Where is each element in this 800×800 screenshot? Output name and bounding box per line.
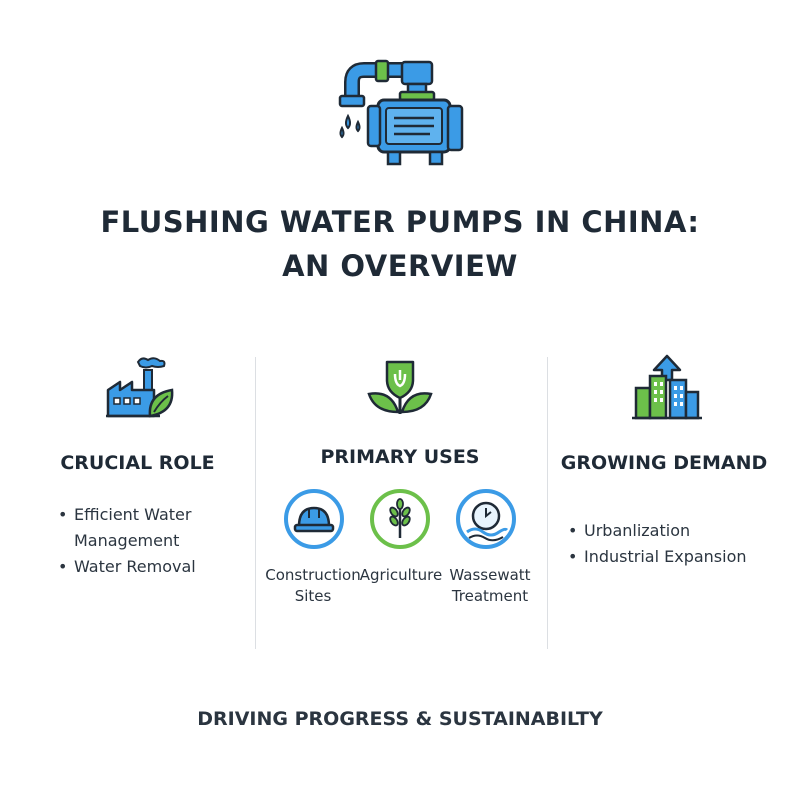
page-title: FLUSHING WATER PUMPS IN CHINA: AN OVERVI… bbox=[0, 200, 800, 288]
list-item: Water Removal bbox=[56, 554, 236, 580]
use-label-agriculture: Agriculture bbox=[359, 566, 443, 584]
title-line-1: FLUSHING WATER PUMPS IN CHINA: bbox=[100, 205, 700, 239]
factory-leaf-icon bbox=[106, 357, 174, 418]
list-item: Industrial Expansion bbox=[566, 544, 776, 570]
crucial-role-heading: CRUCIAL ROLE bbox=[60, 452, 215, 474]
wheat-icon bbox=[370, 489, 430, 549]
city-growth-icon bbox=[632, 354, 702, 420]
footer-tagline: DRIVING PROGRESS & SUSTAINABILTY bbox=[197, 708, 603, 730]
primary-uses-heading: PRIMARY USES bbox=[320, 446, 480, 468]
sprout-icon bbox=[367, 360, 433, 414]
water-pump-icon bbox=[338, 59, 464, 166]
column-divider-left bbox=[255, 357, 256, 649]
title-line-2: AN OVERVIEW bbox=[282, 249, 518, 283]
column-divider-right bbox=[547, 357, 548, 649]
list-item: Urbanlization bbox=[566, 518, 776, 544]
list-item: Efficient Water Management bbox=[56, 502, 236, 554]
water-treatment-icon bbox=[456, 489, 516, 549]
use-label-wastewater: Wassewatt Treatment bbox=[449, 566, 531, 605]
hard-hat-icon bbox=[284, 489, 344, 549]
crucial-role-list: Efficient Water Management Water Removal bbox=[56, 502, 236, 580]
growing-demand-list: Urbanlization Industrial Expansion bbox=[566, 518, 776, 570]
use-label-construction: Construction Sites bbox=[265, 566, 361, 605]
growing-demand-heading: GROWING DEMAND bbox=[560, 452, 768, 474]
